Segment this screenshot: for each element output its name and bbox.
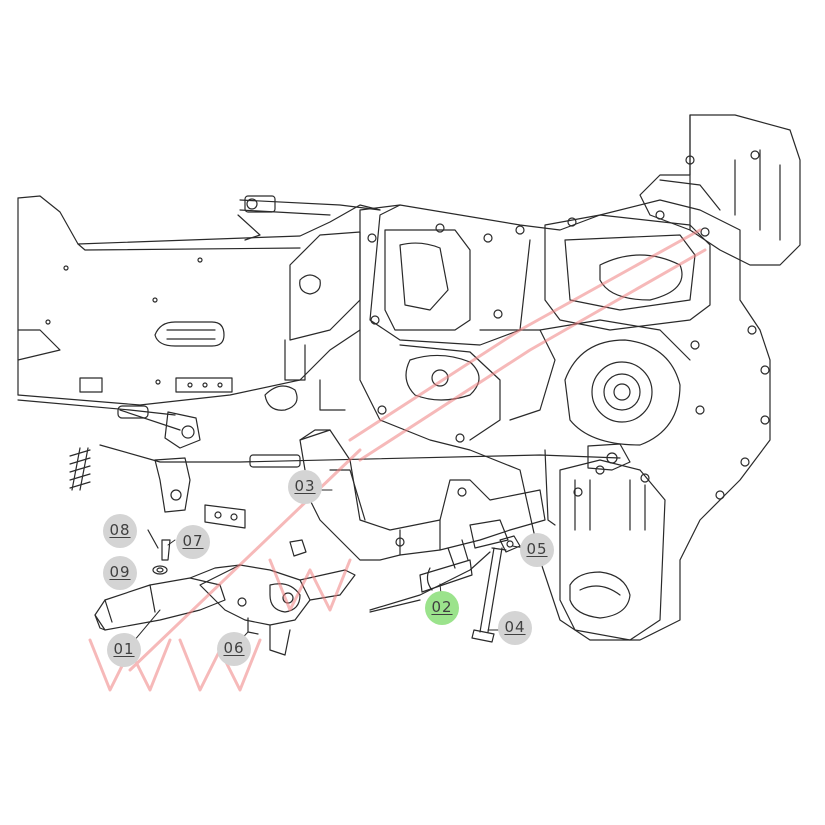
callout-04-label: 04 bbox=[504, 618, 526, 636]
callout-06-label: 06 bbox=[223, 639, 245, 657]
main-frame bbox=[17, 195, 381, 411]
brake-cable-assembly bbox=[369, 519, 509, 613]
callout-06[interactable]: 06 bbox=[217, 632, 251, 666]
pto-unit bbox=[639, 114, 801, 266]
callout-03-label: 03 bbox=[294, 477, 316, 495]
upper-linkage bbox=[237, 195, 381, 241]
bolt-04 bbox=[471, 547, 507, 643]
callout-04[interactable]: 04 bbox=[498, 611, 532, 645]
callout-08-label: 08 bbox=[109, 521, 131, 539]
callout-02[interactable]: 02 bbox=[425, 591, 459, 625]
callout-05[interactable]: 05 bbox=[520, 533, 554, 567]
lever-bracket bbox=[299, 429, 546, 561]
brake-handle-01 bbox=[94, 564, 241, 631]
callout-07-label: 07 bbox=[182, 532, 204, 550]
callout-09[interactable]: 09 bbox=[103, 556, 137, 590]
pin-08 bbox=[147, 529, 159, 549]
leader-lines bbox=[127, 489, 526, 649]
callout-08[interactable]: 08 bbox=[103, 514, 137, 548]
return-spring bbox=[69, 447, 91, 491]
washer-09 bbox=[152, 565, 168, 575]
callout-01-label: 01 bbox=[113, 640, 135, 658]
lever-assembly-06 bbox=[199, 564, 356, 656]
callout-01[interactable]: 01 bbox=[107, 633, 141, 667]
callout-05-label: 05 bbox=[526, 540, 548, 558]
pin-07 bbox=[161, 539, 171, 561]
gearbox-housing bbox=[359, 199, 771, 641]
cable-clip bbox=[204, 504, 307, 557]
brake-cable bbox=[17, 399, 631, 526]
callout-02-label: 02 bbox=[431, 598, 453, 616]
watermark bbox=[88, 228, 707, 692]
rear-axle-housing bbox=[559, 339, 681, 641]
callout-09-label: 09 bbox=[109, 563, 131, 581]
callout-03[interactable]: 03 bbox=[288, 470, 322, 504]
callout-07[interactable]: 07 bbox=[176, 525, 210, 559]
